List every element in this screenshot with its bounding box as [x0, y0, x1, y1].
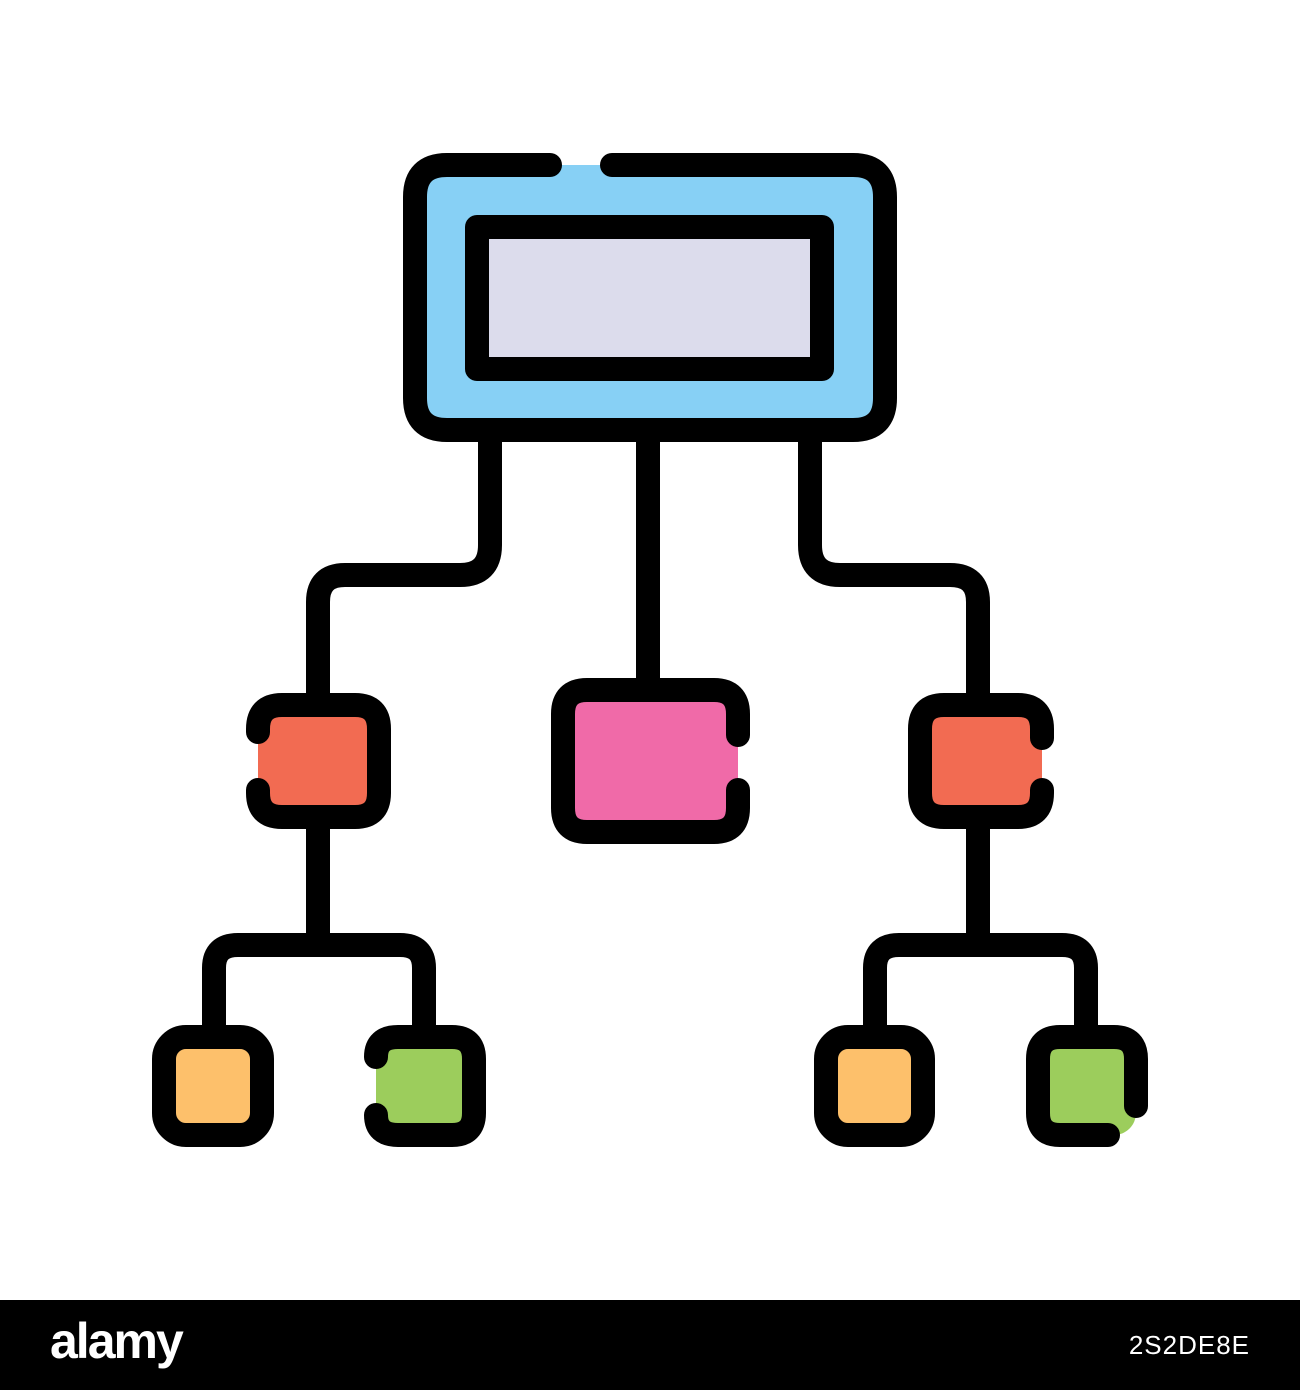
- connector-root-left: [306, 428, 502, 717]
- watermark-footer-bar: alamy 2S2DE8E: [0, 1300, 1300, 1390]
- leaf-node-1-box: [152, 1025, 274, 1147]
- connector-lines: [202, 428, 1098, 1049]
- leaf-node-1: [152, 1025, 274, 1147]
- root-node-outline: [403, 153, 897, 442]
- connector-left-branch: [202, 808, 436, 1049]
- connector-right-branch: [863, 808, 1098, 1049]
- leaf-node-2-outline: [364, 1025, 486, 1147]
- leaf-node-4-fill: [1038, 1037, 1136, 1135]
- mid-node-center: [551, 678, 750, 844]
- leaf-node-2-fill: [376, 1037, 474, 1135]
- mid-node-left-outline: [246, 693, 391, 829]
- root-node: [403, 153, 897, 442]
- mid-node-right-fill: [920, 705, 1042, 817]
- mid-node-center-fill: [563, 690, 738, 832]
- leaf-node-3: [814, 1025, 935, 1147]
- hierarchy-diagram: [152, 153, 1148, 1147]
- image-id-label: 2S2DE8E: [1128, 1330, 1250, 1360]
- mid-node-left: [246, 693, 391, 829]
- mid-node-left-fill: [258, 705, 379, 817]
- leaf-node-4: [1026, 1025, 1148, 1147]
- alamy-logo: alamy: [50, 1318, 186, 1369]
- leaf-node-3-box: [814, 1025, 935, 1147]
- alamy-logo-text: alamy: [50, 1318, 184, 1369]
- leaf-node-2: [364, 1025, 486, 1147]
- leaf-node-4-outline: [1026, 1025, 1148, 1147]
- mid-node-center-outline: [551, 678, 750, 844]
- connector-root-right: [798, 428, 990, 717]
- root-inner-panel: [465, 215, 834, 381]
- mid-node-right-outline: [908, 693, 1054, 829]
- mid-node-right: [908, 693, 1054, 829]
